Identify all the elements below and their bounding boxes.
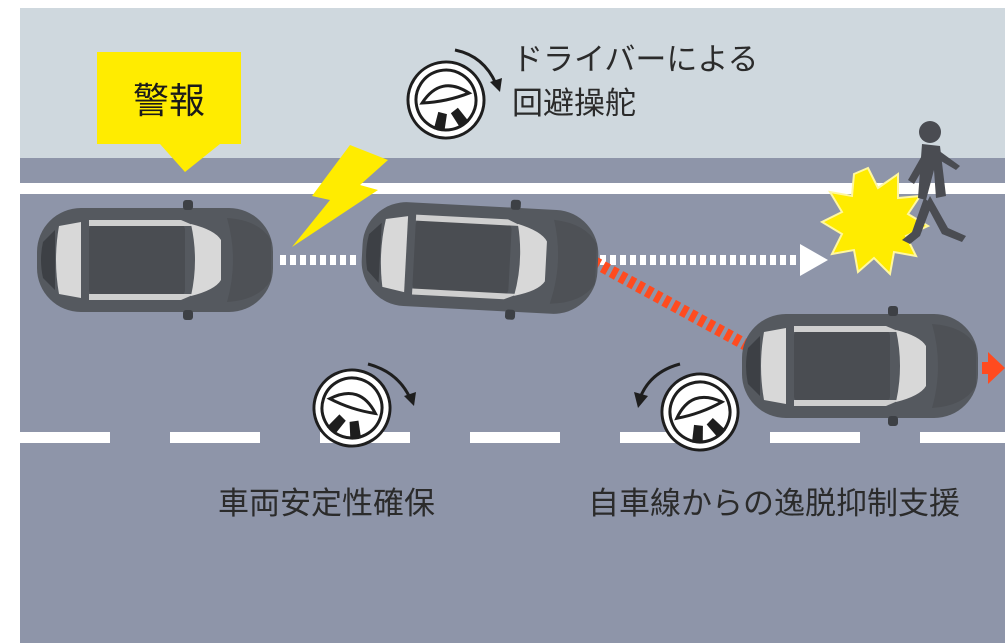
rotation-arrow-icon [367,362,412,399]
car-corrected [742,306,978,426]
warning-label: 警報 [132,81,205,122]
car-warning [37,200,273,320]
lightning-icon [292,145,388,247]
rotation-arrow-icon [454,48,498,85]
stability-label: 車両安定性確保 [218,486,435,522]
car-avoid [359,191,601,325]
driver-steering-line1: ドライバーによる [512,42,759,78]
road-edge-line [20,183,1005,194]
driver-steering-label: ドライバーによる 回避操舵 [512,38,758,126]
explosion-icon [819,166,931,277]
warning-callout [97,52,241,172]
rotation-arrow-icon [638,362,681,399]
lane-departure-label: 自車線からの逸脱抑制支援 [588,486,960,522]
pedestrian-icon [902,121,966,244]
planned-path-arrow [280,244,828,276]
driver-steering-line2: 回避操舵 [512,86,636,122]
